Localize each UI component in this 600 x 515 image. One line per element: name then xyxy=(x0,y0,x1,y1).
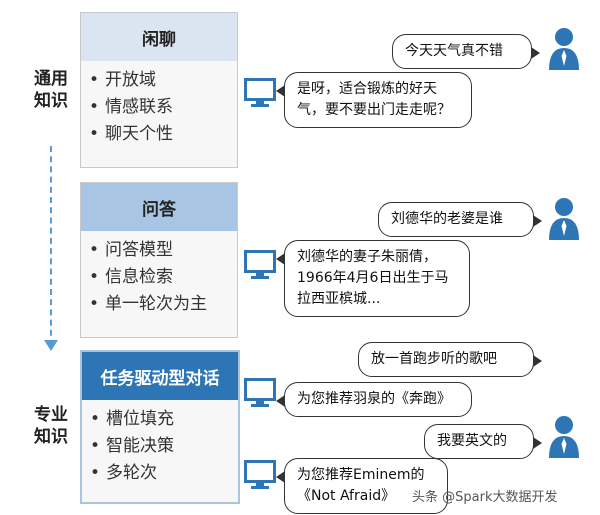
category-item: 信息检索 xyxy=(89,264,237,291)
category-qa: 问答 问答模型 信息检索 单一轮次为主 xyxy=(80,182,238,338)
general-knowledge-label: 通用 知识 xyxy=(28,68,74,112)
watermark-text: 头条 @Spark大数据开发 xyxy=(412,490,558,505)
category-items: 开放域 情感联系 聊天个性 xyxy=(81,61,237,148)
user-message-bubble: 刘德华的老婆是谁 xyxy=(378,202,542,237)
user-message-bubble: 我要英文的 xyxy=(424,424,542,459)
user-message-bubble: 今天天气真不错 xyxy=(392,34,540,69)
user-person-icon xyxy=(546,26,582,70)
progression-arrow-head xyxy=(44,340,58,351)
category-title: 问答 xyxy=(81,183,237,231)
specialized-knowledge-label: 专业 知识 xyxy=(28,404,74,448)
bot-message-bubble: 为您推荐羽泉的《奔跑》 xyxy=(276,382,472,417)
category-title: 闲聊 xyxy=(81,13,237,61)
bot-message-bubble: 为您推荐Eminem的《Not Afraid》 xyxy=(276,458,448,514)
specialized-knowledge-label-line2: 知识 xyxy=(34,427,68,447)
user-message-bubble: 放一首跑步听的歌吧 xyxy=(358,342,542,377)
progression-arrow-line xyxy=(50,146,52,346)
bot-monitor-icon xyxy=(244,78,276,108)
category-item: 单一轮次为主 xyxy=(89,291,237,318)
category-item: 开放域 xyxy=(89,67,237,94)
category-task-oriented: 任务驱动型对话 槽位填充 智能决策 多轮次 xyxy=(80,350,240,504)
category-item: 情感联系 xyxy=(89,94,237,121)
category-item: 槽位填充 xyxy=(90,406,238,433)
category-item: 多轮次 xyxy=(90,460,238,487)
specialized-knowledge-label-line1: 专业 xyxy=(34,405,68,425)
bot-monitor-icon xyxy=(244,250,276,280)
general-knowledge-label-line1: 通用 xyxy=(34,69,68,89)
category-title: 任务驱动型对话 xyxy=(82,352,238,400)
user-person-icon xyxy=(546,414,582,458)
category-items: 问答模型 信息检索 单一轮次为主 xyxy=(81,231,237,318)
bot-message-bubble: 刘德华的妻子朱丽倩，1966年4月6日出生于马拉西亚槟城... xyxy=(276,240,470,317)
category-item: 智能决策 xyxy=(90,433,238,460)
category-items: 槽位填充 智能决策 多轮次 xyxy=(82,400,238,487)
user-person-icon xyxy=(546,196,582,240)
general-knowledge-label-line2: 知识 xyxy=(34,91,68,111)
category-item: 聊天个性 xyxy=(89,121,237,148)
bot-monitor-icon xyxy=(244,378,276,408)
bot-monitor-icon xyxy=(244,460,276,490)
category-item: 问答模型 xyxy=(89,237,237,264)
bot-message-bubble: 是呀，适合锻炼的好天气，要不要出门走走呢？ xyxy=(276,72,472,128)
category-chitchat: 闲聊 开放域 情感联系 聊天个性 xyxy=(80,12,238,168)
